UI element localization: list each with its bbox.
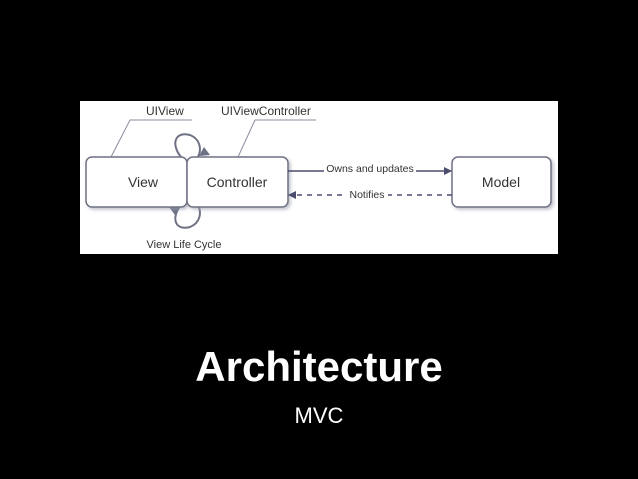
lifecycle-loop (174, 133, 201, 229)
lifecycle-arrow-top (199, 147, 210, 156)
controller-box (186, 156, 289, 208)
model-box (451, 156, 552, 208)
notifies-label-bg (346, 189, 388, 201)
uiview-label: UIView (146, 104, 184, 118)
model-box-label: Model (482, 174, 520, 190)
notifies-label: Notifies (349, 189, 384, 201)
mvc-diagram: UIView UIViewController View Controller … (80, 101, 558, 254)
view-box-label: View (128, 174, 159, 190)
owns-updates-label-bg (324, 162, 416, 174)
lifecycle-label: View Life Cycle (147, 239, 222, 251)
slide-title: Architecture (195, 343, 443, 390)
uiviewcontroller-label: UIViewController (221, 104, 311, 118)
lifecycle-arrow-bottom (169, 206, 180, 215)
uiviewcontroller-leader-line (237, 119, 316, 158)
owns-updates-label: Owns and updates (326, 163, 414, 175)
controller-box-label: Controller (207, 174, 268, 190)
uiview-leader-line (110, 119, 192, 158)
mvc-diagram-svg: UIView UIViewController View Controller … (85, 104, 552, 251)
slide-subtitle: MVC (294, 403, 344, 428)
